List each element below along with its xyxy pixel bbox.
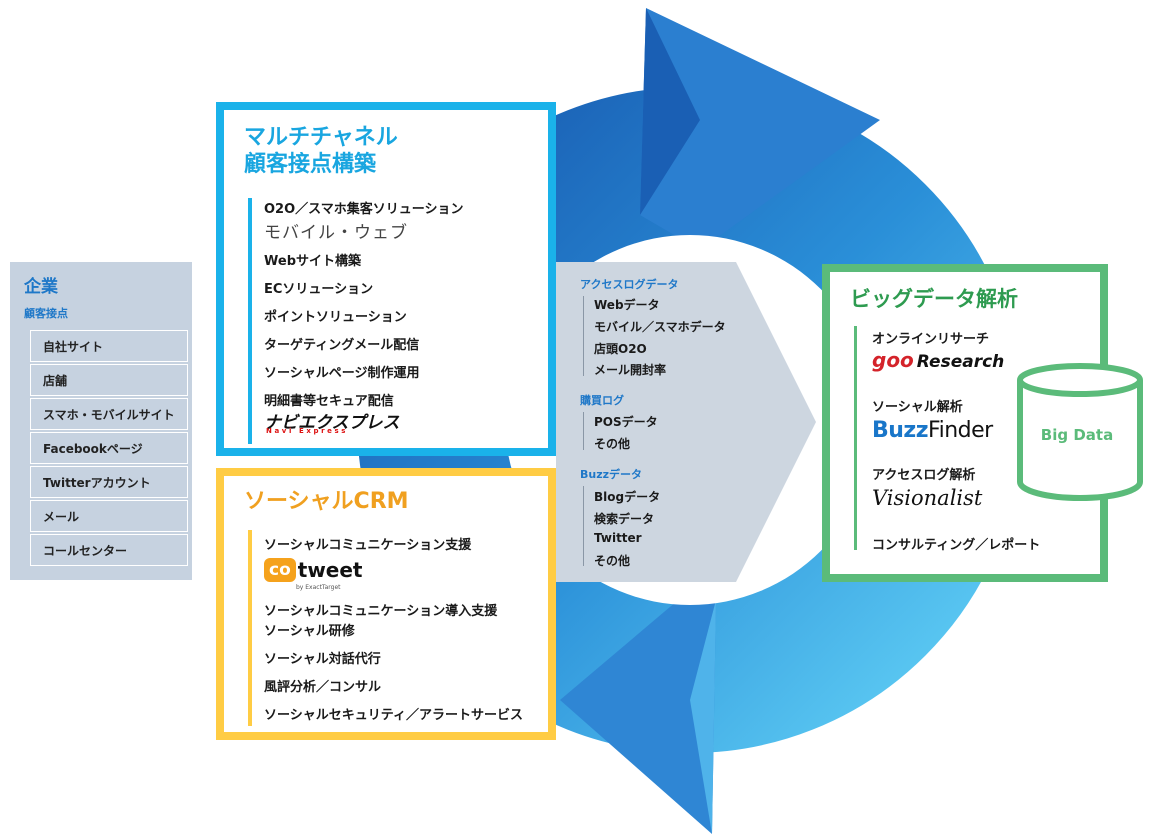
data-group-line [583, 296, 584, 376]
multichannel-item: ECソリューション [264, 282, 374, 297]
bigdata-accent-bar [854, 326, 857, 550]
bigdata-cylinder-icon [1017, 363, 1143, 501]
social-crm-accent-bar [248, 530, 252, 726]
cycle-arrow-bottom [560, 590, 716, 834]
touchpoint-item: コールセンター [30, 534, 188, 566]
multichannel-item: ソーシャルページ制作運用 [264, 366, 420, 381]
social-crm-item: ソーシャルコミュニケーション導入支援 [264, 604, 498, 619]
multichannel-item: ポイントソリューション [264, 310, 407, 325]
multichannel-item: O2O／スマホ集客ソリューション [264, 202, 464, 217]
data-group-title: Buzzデータ [580, 468, 643, 481]
cotweet-logo-tweet: tweet [297, 558, 363, 582]
goo-logo-text: goo [872, 348, 914, 372]
data-item: Twitter [594, 531, 642, 545]
data-item: 店頭O2O [594, 342, 647, 356]
touchpoint-item: 自社サイト [30, 330, 188, 362]
touchpoint-item: Twitterアカウント [30, 466, 188, 498]
multichannel-box: マルチチャネル 顧客接点構築 O2O／スマホ集客ソリューション モバイル・ウェブ… [216, 102, 556, 456]
mobile-web-logo: モバイル・ウェブ [264, 218, 408, 243]
company-subtitle: 顧客接点 [24, 307, 68, 320]
multichannel-item: ターゲティングメール配信 [264, 338, 420, 353]
data-item: Webデータ [594, 298, 660, 312]
multichannel-accent-bar [248, 198, 252, 444]
data-item: その他 [594, 554, 631, 568]
bigdata-item: ソーシャル解析 [872, 400, 963, 415]
bigdata-item: オンラインリサーチ [872, 332, 990, 347]
data-item: 検索データ [594, 512, 655, 526]
multichannel-item: 明細書等セキュア配信 [264, 394, 394, 409]
data-group-title: 購買ログ [580, 394, 624, 407]
buzzfinder-logo-buzz: Buzz [872, 418, 929, 443]
bigdata-item: アクセスログ解析 [872, 468, 976, 483]
multichannel-title-line2: 顧客接点構築 [244, 152, 377, 177]
bigdata-cylinder-label: Big Data [1040, 426, 1114, 444]
research-logo-text: Research [916, 352, 1005, 372]
touchpoint-item: スマホ・モバイルサイト [30, 398, 188, 430]
social-crm-item: 風評分析／コンサル [264, 680, 382, 695]
bigdata-title: ビッグデータ解析 [850, 287, 1018, 311]
data-group-line [583, 412, 584, 450]
navi-express-logo: ナビエクスプレス [264, 413, 400, 433]
cotweet-logo-sub: by ExactTarget [296, 584, 341, 591]
social-crm-item: ソーシャルコミュニケーション支援 [264, 538, 472, 553]
mobile-web-logo-text: モバイル・ウェブ [264, 223, 408, 243]
data-item: POSデータ [594, 415, 658, 429]
navi-express-logo-sub: Navi Express [266, 427, 349, 435]
cotweet-logo-co: co [264, 558, 296, 582]
social-crm-item: ソーシャルセキュリティ／アラートサービス [264, 708, 523, 723]
multichannel-item: Webサイト構築 [264, 254, 361, 269]
touchpoint-list: 自社サイト 店舗 スマホ・モバイルサイト Facebookページ Twitter… [30, 330, 188, 568]
data-item: Blogデータ [594, 490, 661, 504]
buzzfinder-logo-finder: Finder [928, 418, 993, 443]
visionalist-logo: Visionalist [872, 486, 983, 510]
cycle-arrow-top [640, 8, 880, 250]
touchpoint-item: メール [30, 500, 188, 532]
company-panel: 企業 顧客接点 自社サイト 店舗 スマホ・モバイルサイト Facebookページ… [10, 262, 192, 580]
touchpoint-item: Facebookページ [30, 432, 188, 464]
bigdata-item: コンサルティング／レポート [872, 538, 1041, 553]
multichannel-title: マルチチャネル 顧客接点構築 [244, 124, 398, 178]
cylinder-body [1017, 380, 1143, 501]
company-title: 企業 [24, 277, 58, 297]
cycle-arrow-top-shade [640, 8, 700, 215]
social-crm-item: ソーシャル研修 [264, 624, 355, 639]
cylinder-top [1017, 363, 1143, 397]
multichannel-title-line1: マルチチャネル [244, 125, 398, 150]
data-group-title: アクセスログデータ [580, 278, 679, 291]
touchpoint-item: 店舗 [30, 364, 188, 396]
data-item: メール開封率 [594, 363, 667, 377]
social-crm-item: ソーシャル対話代行 [264, 652, 381, 667]
data-panel-arrow [556, 262, 816, 582]
data-item: モバイル／スマホデータ [594, 320, 726, 334]
data-group-line [583, 486, 584, 566]
cycle-arrow-bottom-shade [690, 600, 716, 834]
data-item: その他 [594, 437, 631, 451]
social-crm-title: ソーシャルCRM [244, 489, 409, 514]
buzzfinder-logo: BuzzFinder [872, 418, 993, 443]
